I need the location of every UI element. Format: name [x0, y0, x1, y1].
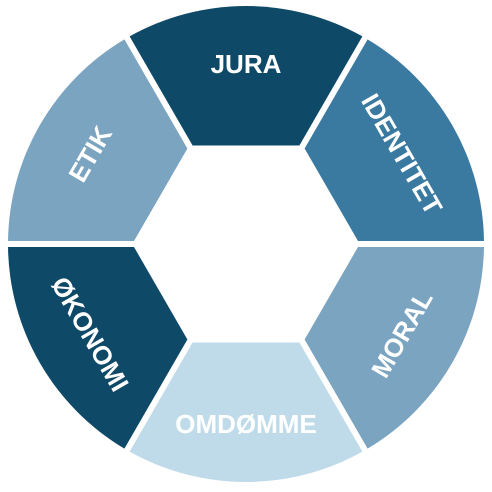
segment-label-omdomme: OMDØMME — [175, 409, 317, 439]
segment-identitet — [304, 39, 484, 242]
wheel-segments — [8, 5, 484, 483]
segment-jura — [129, 5, 363, 146]
segment-label-jura: JURA — [211, 49, 282, 79]
segment-omdomme — [129, 342, 363, 483]
segment-etik — [8, 39, 188, 242]
segment-moral — [304, 247, 484, 449]
segment-okonomi — [8, 247, 188, 449]
